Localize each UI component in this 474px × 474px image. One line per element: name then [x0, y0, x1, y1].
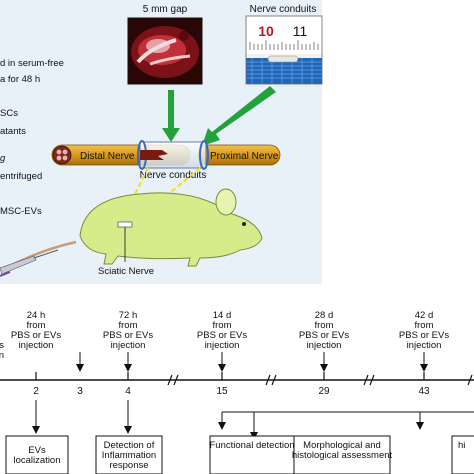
syringe	[0, 249, 59, 277]
timepoint-label: PBS or EVs	[299, 330, 349, 341]
timepoint-label: 28 d	[315, 310, 334, 321]
green-arrows	[162, 86, 276, 146]
gap-photo-label: 5 mm gap	[143, 4, 188, 15]
outcome-box	[293, 435, 391, 474]
outcome-box	[451, 435, 474, 474]
outcome-box-label: EVs	[28, 445, 46, 456]
timepoint-label: injection	[205, 340, 240, 351]
timeline-tick-label: 2	[33, 386, 39, 397]
timepoint-label: injection	[307, 340, 342, 351]
timepoint-label: from	[315, 320, 334, 331]
timepoint-label: PBS or EVs	[103, 330, 153, 341]
mouse-body	[79, 192, 263, 267]
protocol-line-1: d in serum-free	[0, 58, 64, 69]
outcome-box-label: Functional detection	[209, 440, 294, 451]
protocol-line-2: a for 48 h	[0, 74, 40, 85]
protocol-line-7: MSC-EVs	[0, 206, 42, 217]
conduit-bar-label: Nerve conduits	[140, 170, 207, 181]
timeline-tick-label: 3	[77, 386, 83, 397]
timepoint-label: injection	[19, 340, 54, 351]
timepoint-label: from	[119, 320, 138, 331]
surgery-photo	[127, 17, 203, 85]
timepoint-label: 14 d	[213, 310, 232, 321]
arrow-gap-to-nerve	[162, 90, 180, 142]
conduit-photo: 10 11	[245, 15, 323, 85]
nerve-cross-section	[52, 145, 72, 165]
timeline-tick-label: 43	[418, 386, 430, 397]
timepoint-label: EVs	[0, 340, 4, 351]
protocol-text: d in serum-free a for 48 h SCs atants g …	[0, 58, 64, 217]
timepoint-label: 72 h	[119, 310, 138, 321]
ruler-number-10: 10	[258, 23, 274, 39]
evaluation-brackets	[218, 411, 474, 440]
protocol-line-3: SCs	[0, 108, 18, 119]
outcome-box-label: hi	[458, 440, 465, 451]
protocol-line-5: g	[0, 153, 6, 164]
outcome-box-label: Morphological and	[303, 440, 381, 451]
protocol-line-4: atants	[0, 126, 26, 137]
outcome-box	[95, 435, 163, 474]
nerve-bar: Distal Nerve Proximal Nerve Nerve condui…	[51, 140, 281, 181]
timepoint-label: 24 h	[27, 310, 46, 321]
mouse-ear	[215, 188, 237, 216]
timepoint-label: injection	[407, 340, 442, 351]
conduit-photo-label: Nerve conduits	[250, 4, 317, 15]
timeline-tick-label: 4	[125, 386, 131, 397]
axis-breaks	[167, 374, 473, 386]
protocol-line-6: entrifuged	[0, 171, 42, 182]
distal-nerve-label: Distal Nerve	[80, 151, 135, 162]
timepoint-label: injection	[111, 340, 146, 351]
sciatic-incision-marker	[117, 221, 133, 228]
outcome-box-label: localization	[14, 455, 61, 466]
mouse-illustration: Sciatic Nerve	[5, 188, 263, 277]
timepoint-label: PBS or EVs	[197, 330, 247, 341]
sciatic-nerve-label: Sciatic Nerve	[98, 266, 154, 277]
arrow-conduit-to-nerve	[202, 86, 276, 146]
outcome-box	[5, 435, 69, 474]
timepoint-label: from	[27, 320, 46, 331]
outcome-box	[209, 435, 295, 474]
proximal-nerve-label: Proximal Nerve	[210, 151, 279, 162]
timepoint-label: PBS or EVs	[399, 330, 449, 341]
outcome-box-label: Detection of	[104, 440, 155, 451]
mouse-eye	[242, 222, 246, 226]
timepoint-label: from	[213, 320, 232, 331]
timeline-tick-label: 15	[216, 386, 228, 397]
distal-nerve-stub	[140, 150, 168, 160]
timeline-tick-label: 29	[318, 386, 330, 397]
conduit-ring-right	[199, 140, 209, 170]
outcome-box-label: histological assessment	[292, 450, 393, 461]
timepoint-label: PBS or EVs	[11, 330, 61, 341]
timepoint-label: 42 d	[415, 310, 434, 321]
outcome-box-label: response	[109, 460, 148, 471]
timepoint-label: n	[0, 350, 4, 361]
timepoint-label: from	[415, 320, 434, 331]
outcome-box-label: Inflammation	[102, 450, 156, 461]
ruler-number-11: 11	[293, 23, 308, 39]
